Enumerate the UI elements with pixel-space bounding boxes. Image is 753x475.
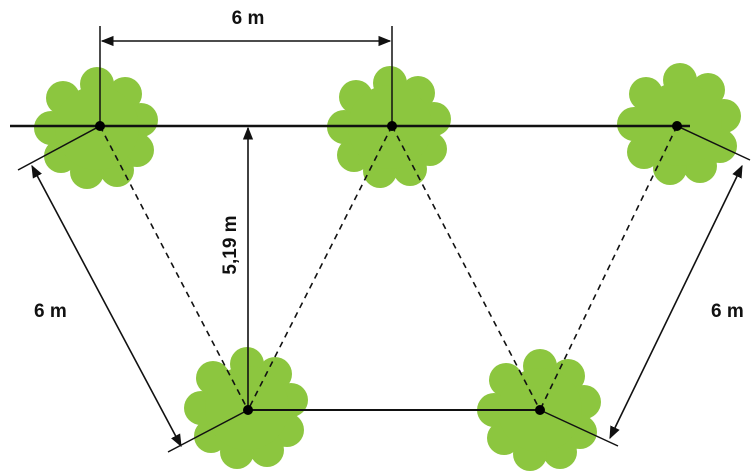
row-distance-label: 5,19 m [220, 215, 241, 274]
center-top-middle [387, 121, 397, 131]
ext-top-left-diagonal [17, 125, 101, 171]
right-diagonal-label: 6 m [711, 301, 744, 322]
dashed-line-3 [391, 125, 541, 411]
center-top-right [672, 121, 682, 131]
center-top-left [95, 121, 105, 131]
tree-centers [95, 121, 682, 415]
dashed-line-1 [99, 125, 249, 411]
top-spacing-label: 6 m [232, 8, 265, 29]
left-diagonal-label: 6 m [34, 301, 67, 322]
triangulation-lines [99, 125, 678, 411]
extension-lines [17, 26, 751, 453]
ext-top-right-diagonal [676, 125, 751, 161]
left-diagonal-arrow [31, 164, 182, 448]
center-bottom-left [243, 405, 253, 415]
dimension-arrows [31, 35, 743, 448]
dashed-line-4 [539, 125, 678, 411]
right-diagonal-arrow [609, 164, 743, 440]
dashed-line-2 [247, 125, 393, 411]
ext-bottom-right-diagonal [539, 409, 619, 447]
center-bottom-right [535, 405, 545, 415]
